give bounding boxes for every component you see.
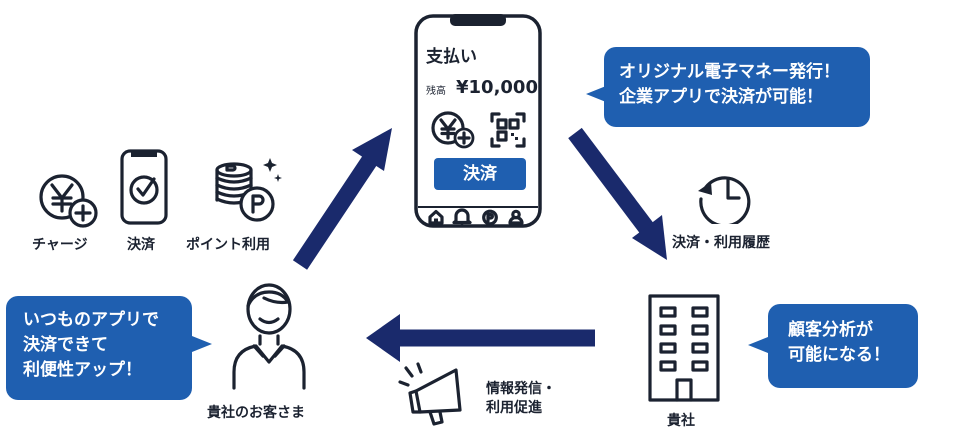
history-label: 決済・利用履歴: [672, 235, 770, 251]
user-icon[interactable]: [508, 209, 524, 225]
arrow-customer-to-phone: [292, 128, 392, 270]
megaphone-icon: [398, 362, 462, 426]
customer-label: 貴社のお客さま: [207, 405, 305, 421]
company-label: 貴社: [667, 413, 695, 429]
phone-bubble: オリジナル電子マネー発行！ 企業アプリで決済が可能！: [604, 47, 870, 127]
pay-button[interactable]: 決済: [434, 158, 526, 190]
points-label: ポイント利用: [186, 237, 270, 253]
company-bubble: 顧客分析が 可能になる！: [768, 304, 918, 388]
charge-label: チャージ: [32, 237, 88, 253]
point-icon[interactable]: [482, 209, 498, 226]
company-bubble-line-1: 顧客分析が: [788, 320, 873, 340]
qr-code-icon[interactable]: [490, 112, 526, 148]
balance-label: 残高: [426, 86, 446, 97]
customer-person-icon: [232, 283, 306, 390]
company-bubble-line-2: 可能になる！: [788, 345, 890, 365]
bell-icon[interactable]: [452, 208, 472, 226]
smartphone: 支払い 残高 ¥10,000 決済: [414, 14, 542, 228]
company-building-icon: [648, 294, 720, 402]
promo-label-line-1: 情報発信・: [486, 381, 556, 397]
customer-bubble-line-3: 利便性アップ！: [23, 360, 142, 380]
arrow-company-to-customer: [366, 314, 595, 362]
phone-bottom-nav: [428, 208, 524, 226]
points-coins-icon: [215, 158, 282, 222]
phone-title: 支払い: [426, 47, 477, 67]
phone-bubble-line-2: 企業アプリで決済が可能！: [619, 87, 823, 107]
arrow-phone-to-company: [568, 127, 667, 260]
payment-phone-icon: [120, 149, 168, 225]
customer-bubble-line-2: 決済できて: [23, 335, 108, 355]
payment-label: 決済: [127, 237, 155, 253]
customer-bubble: いつものアプリで 決済できて 利便性アップ！: [6, 296, 192, 400]
customer-bubble-line-1: いつものアプリで: [23, 310, 159, 330]
promo-label: 情報発信・ 利用促進: [486, 380, 556, 418]
charge-icon: [39, 174, 98, 228]
home-icon[interactable]: [428, 209, 444, 225]
yen-charge-icon: [431, 111, 475, 149]
history-clock-icon: [698, 176, 751, 224]
phone-bubble-line-1: オリジナル電子マネー発行！: [619, 62, 840, 82]
promo-label-line-2: 利用促進: [486, 400, 542, 416]
balance-value: ¥10,000: [456, 77, 538, 98]
